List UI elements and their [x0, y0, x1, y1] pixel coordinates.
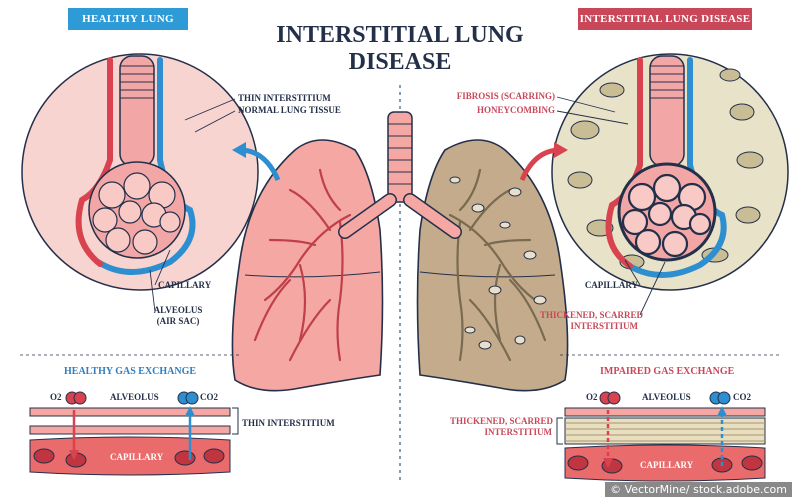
- diseased-lung: [416, 139, 569, 392]
- label-alveolus: ALVEOLUS: [153, 305, 203, 315]
- o2-label-healthy: O2: [50, 392, 62, 402]
- label-honeycombing: HONEYCOMBING: [476, 105, 555, 115]
- disease-tag: INTERSTITIAL LUNG DISEASE: [578, 8, 752, 30]
- image-credit: © VectorMine/ stock.adobe.com: [605, 482, 792, 497]
- impaired-gas-exchange: [556, 391, 766, 482]
- thin-interstitium-label: THIN INTERSTITIUM: [242, 418, 335, 428]
- label-air-sac: (AIR SAC): [156, 316, 200, 326]
- healthy-lung-tag: HEALTHY LUNG: [68, 8, 188, 30]
- label-thin-interstitium: THIN INTERSTITIUM: [238, 93, 331, 103]
- co2-label-healthy: CO2: [200, 392, 218, 402]
- page-title: INTERSTITIAL LUNG DISEASE: [276, 22, 524, 75]
- label-fibrosis: FIBROSIS (SCARRING): [456, 91, 555, 101]
- label-capillary-disease: CAPILLARY: [584, 280, 638, 290]
- thickened-interstitium-label-2: INTERSTITIUM: [484, 427, 552, 437]
- o2-label-disease: O2: [586, 392, 598, 402]
- capillary-label-healthy: CAPILLARY: [110, 452, 164, 462]
- diseased-alveolus-closeup: [551, 53, 789, 291]
- healthy-alveolus-closeup: [21, 53, 259, 291]
- alveolus-label-disease: ALVEOLUS: [642, 392, 691, 402]
- label-thickened-2: INTERSTITIUM: [570, 321, 638, 331]
- label-thickened-1: THICKENED, SCARRED: [540, 310, 644, 320]
- trachea: [338, 111, 462, 239]
- alveolus-label-healthy: ALVEOLUS: [110, 392, 159, 402]
- impaired-exchange-title: IMPAIRED GAS EXCHANGE: [600, 366, 735, 377]
- label-normal-lung-tissue: NORMAL LUNG TISSUE: [238, 105, 341, 115]
- healthy-exchange-title: HEALTHY GAS EXCHANGE: [64, 366, 197, 377]
- co2-label-disease: CO2: [733, 392, 751, 402]
- capillary-label-disease: CAPILLARY: [640, 460, 694, 470]
- healthy-gas-exchange: [29, 391, 239, 476]
- thickened-interstitium-label-1: THICKENED, SCARRED: [450, 416, 554, 426]
- label-capillary-healthy: CAPILLARY: [158, 280, 212, 290]
